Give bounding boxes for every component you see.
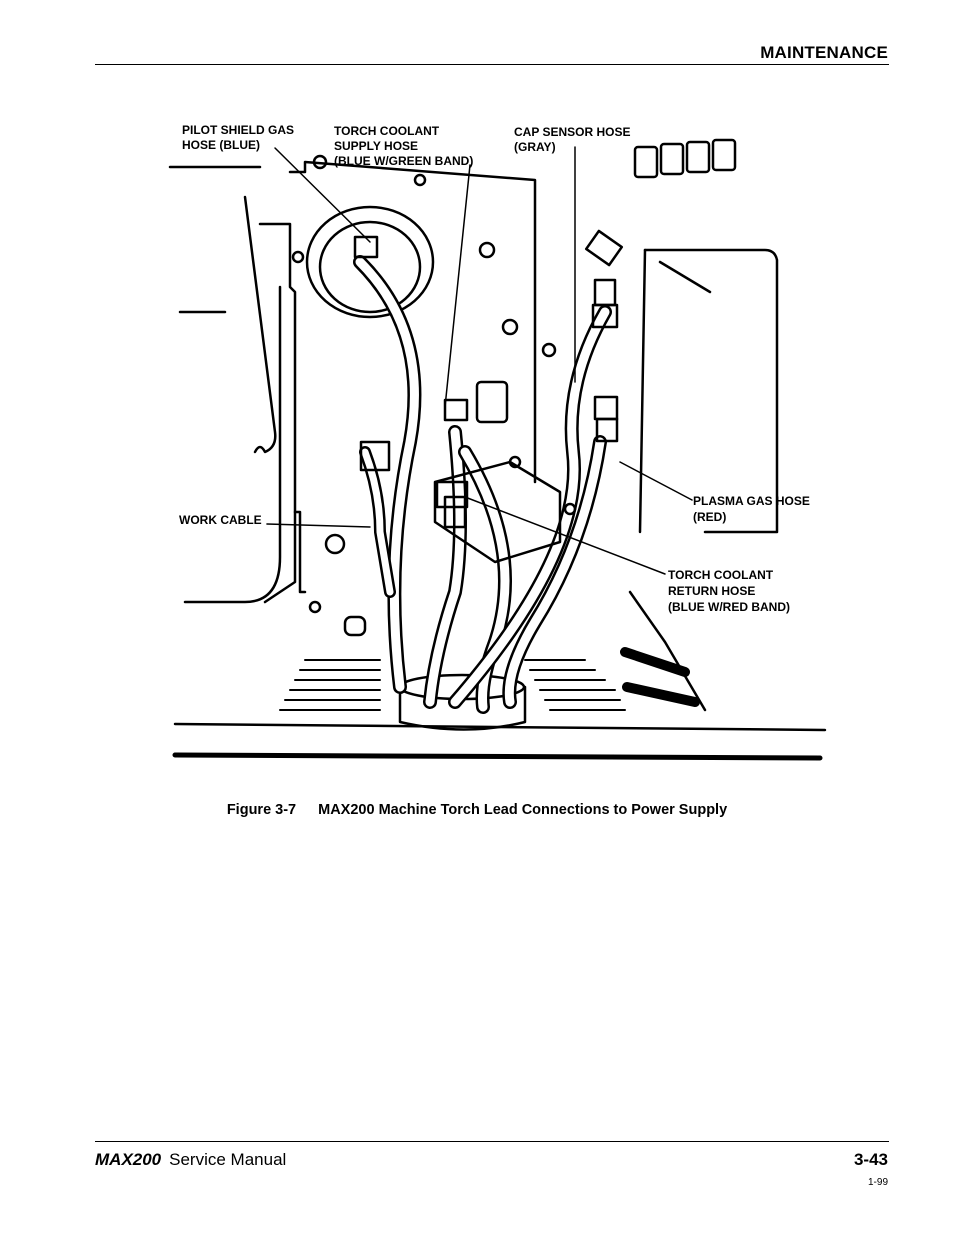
callout-cap-sensor-2: (GRAY) <box>514 140 556 154</box>
cap-sensor-hose-fill <box>450 307 610 707</box>
callout-pilot-shield-2: HOSE (BLUE) <box>182 138 260 152</box>
leader-pilot-shield <box>274 147 371 243</box>
terminal-2 <box>659 142 685 176</box>
bolt-6 <box>541 342 557 358</box>
right-panel-lower <box>628 590 707 712</box>
right-fitting-1 <box>593 395 619 421</box>
callout-pilot-shield-1: PILOT SHIELD GAS <box>182 123 294 137</box>
coolant-return-hose-fill <box>460 447 510 712</box>
base-line-bottom <box>172 752 823 761</box>
bolt-8 <box>508 455 522 469</box>
stub-hose-1 <box>620 647 690 677</box>
right-fitting-2 <box>595 417 619 443</box>
callout-plasma-gas-2: (RED) <box>693 510 726 524</box>
panel-edge <box>293 510 307 594</box>
cabinet-frame <box>258 222 297 604</box>
conduit <box>398 685 527 731</box>
hex-fitting <box>584 229 624 267</box>
leader-work-cable <box>266 523 371 528</box>
torch-lead-diagram: PILOT SHIELD GAS HOSE (BLUE) TORCH COOLA… <box>168 123 827 761</box>
callout-coolant-return-3: (BLUE W/RED BAND) <box>668 600 790 614</box>
footer-manual-title: MAX200 Service Manual <box>95 1150 286 1170</box>
gauge-fitting <box>353 235 379 259</box>
footer-rule <box>95 1141 889 1142</box>
grate-right <box>524 659 626 711</box>
callout-coolant-supply-1: TORCH COOLANT <box>334 124 440 138</box>
bolt-7 <box>324 533 346 555</box>
right-panel-inner <box>638 248 647 534</box>
callout-coolant-supply-2: SUPPLY HOSE <box>334 139 418 153</box>
bolt-1 <box>312 154 328 170</box>
cable-lug <box>359 440 391 472</box>
right-panel <box>643 248 779 534</box>
bolt-10 <box>308 600 322 614</box>
footer-model: MAX200 <box>95 1150 162 1169</box>
side-fitting <box>435 480 469 509</box>
stub-hose-2 <box>622 682 700 707</box>
footer-manual: Service Manual <box>169 1150 287 1169</box>
callout-work-cable: WORK CABLE <box>179 513 262 527</box>
upper-right-fitting-1 <box>593 278 617 307</box>
cabinet-left-panel <box>243 195 277 454</box>
leader-plasma-gas <box>619 461 693 501</box>
terminal-4 <box>711 138 737 172</box>
figure-caption: Figure 3-7 MAX200 Machine Torch Lead Conn… <box>0 802 954 818</box>
bolt-4 <box>478 241 496 259</box>
torch-lead-figure: PILOT SHIELD GAS HOSE (BLUE) TORCH COOLA… <box>165 112 830 772</box>
plasma-gas-hose-outline <box>502 435 607 709</box>
gauge-outer <box>305 205 435 319</box>
coolant-supply-hose-fill <box>425 427 465 707</box>
callout-cap-sensor-1: CAP SENSOR HOSE <box>514 125 630 139</box>
bolt-5 <box>501 318 519 336</box>
terminal-3 <box>685 140 711 174</box>
revision-date: 1-99 <box>867 1177 888 1188</box>
cabinet-bracket <box>183 285 282 604</box>
bolt-2 <box>291 250 305 264</box>
lower-center-fitting <box>443 495 467 529</box>
lower-left-stub <box>343 615 367 637</box>
section-title: MAINTENANCE <box>760 43 888 62</box>
plasma-gas-hose-fill <box>504 437 605 707</box>
elbow-fitting <box>475 380 509 424</box>
terminal-1 <box>633 145 659 179</box>
leader-coolant-supply <box>444 164 471 408</box>
center-fitting <box>443 398 469 422</box>
bolt-3 <box>413 173 427 187</box>
gauge-inner <box>318 220 422 314</box>
figure-title: MAX200 Machine Torch Lead Connections to… <box>318 802 728 818</box>
header-rule <box>95 64 889 65</box>
grate-left <box>279 659 381 711</box>
pilot-shield-hose-fill <box>355 257 419 692</box>
leader-coolant-return <box>464 496 666 575</box>
callout-coolant-supply-3: (BLUE W/GREEN BAND) <box>334 154 473 168</box>
upper-right-fitting-2 <box>591 303 619 329</box>
callout-plasma-gas-1: PLASMA GAS HOSE <box>693 494 810 508</box>
page-number: 3-43 <box>853 1150 888 1169</box>
callout-coolant-return-2: RETURN HOSE <box>668 584 755 598</box>
right-panel-line <box>658 260 712 294</box>
bolt-9 <box>563 502 577 516</box>
callout-coolant-return-1: TORCH COOLANT <box>668 568 774 582</box>
work-cable-fill <box>361 448 394 596</box>
figure-number: Figure 3-7 <box>226 802 297 818</box>
